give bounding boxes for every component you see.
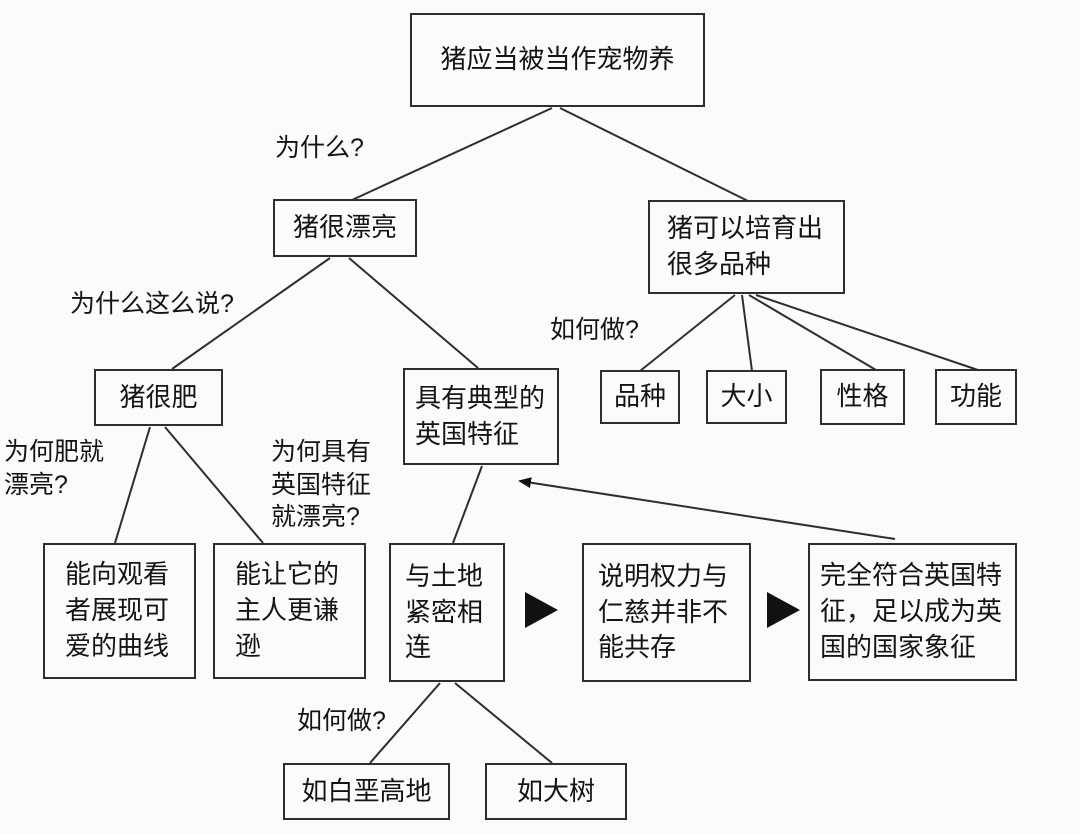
edge-root-pretty <box>351 107 553 201</box>
triangle-arrow-land-power <box>525 592 558 628</box>
node-many-breeds: 猪可以培育出很多品种 <box>648 200 845 294</box>
edge-symbol-english-arrow <box>518 477 896 540</box>
question-label-how-breeds: 如何做? <box>550 316 639 344</box>
edge-breeds-variety <box>639 294 736 372</box>
edge-land-tree <box>454 682 553 764</box>
edge-fat-curves <box>114 426 151 544</box>
edge-pretty-english <box>348 257 479 369</box>
node-big-tree: 如大树 <box>485 763 627 820</box>
node-pigs-fat: 猪很肥 <box>94 369 223 426</box>
edge-breeds-size <box>741 294 753 372</box>
question-label-why-say-so: 为什么这么说? <box>70 290 234 318</box>
node-power-mercy: 说明权力与仁慈并非不能共存 <box>582 543 751 682</box>
question-label-why: 为什么? <box>275 134 364 162</box>
edge-land-chalk <box>369 682 441 764</box>
edge-pretty-fat <box>171 257 331 370</box>
node-temperament: 性格 <box>820 369 905 425</box>
node-function: 功能 <box>935 369 1017 425</box>
node-pigs-pretty: 猪很漂亮 <box>273 199 417 257</box>
question-label-why-english-pretty: 为何具有英国特征就漂亮? <box>271 438 372 531</box>
edge-root-breeds <box>559 107 749 202</box>
node-tied-to-land: 与土地紧密相连 <box>389 543 505 682</box>
node-owner-humble: 能让它的主人更谦逊 <box>213 543 366 679</box>
node-root-claim: 猪应当被当作宠物养 <box>410 13 705 107</box>
edge-fat-humble <box>164 426 264 544</box>
node-size: 大小 <box>706 370 787 424</box>
question-label-why-fat-pretty: 为何肥就漂亮? <box>4 438 105 499</box>
edge-english-land <box>452 465 483 544</box>
triangle-arrow-power-symbol <box>767 592 800 628</box>
edge-breeds-temperament <box>748 294 877 371</box>
node-national-symbol: 完全符合英国特征，足以成为英国的国家象征 <box>808 543 1017 681</box>
node-english-trait: 具有典型的英国特征 <box>403 368 559 465</box>
question-label-how-land: 如何做? <box>297 707 386 735</box>
node-variety: 品种 <box>600 370 680 424</box>
node-chalk-highland: 如白垩高地 <box>283 763 450 820</box>
node-cute-curves: 能向观看者展现可爱的曲线 <box>43 543 196 679</box>
edge-breeds-function <box>755 294 979 371</box>
